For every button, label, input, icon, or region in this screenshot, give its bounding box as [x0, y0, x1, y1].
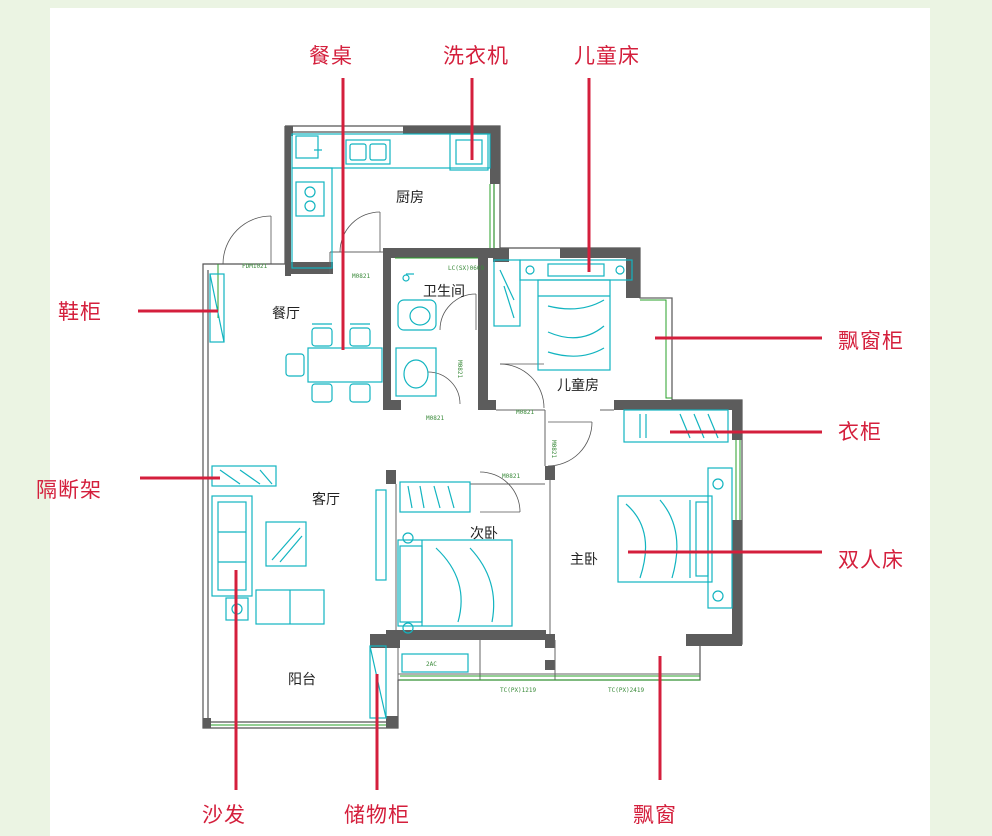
code-second-window: TC(PX)1219: [500, 687, 537, 694]
bathroom-fixtures: [395, 273, 437, 397]
shoe-cabinet-icon: [209, 273, 225, 343]
room-labels: 厨房 卫生间 餐厅 儿童房 客厅 次卧 主卧 阳台: [272, 190, 599, 688]
code-master-window: TC(PX)2419: [608, 687, 645, 694]
room-label-second-bedroom: 次卧: [470, 526, 498, 542]
door-swings: [222, 211, 593, 513]
second-wardrobe-icon: [399, 481, 471, 513]
callout-dining-table: 餐桌: [309, 44, 353, 68]
kitchen-side-counter: [291, 167, 333, 269]
basin-icon: [395, 347, 437, 397]
kitchen-fixtures: [291, 133, 491, 269]
toilet-icon: [397, 299, 437, 331]
room-label-bathroom: 卫生间: [423, 284, 465, 300]
callout-bay-window-cabinet: 飘窗柜: [838, 329, 904, 353]
callout-child-bed: 儿童床: [574, 44, 640, 68]
leader-lines: [138, 78, 822, 790]
code-bath-window: LC(SX)0609: [448, 265, 485, 272]
child-wardrobe-icon: [493, 259, 521, 327]
ac-unit-icon: [401, 653, 469, 673]
partition-shelf-icon: [211, 465, 277, 487]
callout-wardrobe: 衣柜: [838, 420, 882, 444]
kitchen-sink-icon: [345, 139, 391, 165]
living-furniture: [209, 273, 469, 719]
windows: [211, 184, 741, 726]
second-bed-icon: [397, 539, 513, 627]
code-dining-door: M0821: [352, 273, 370, 280]
code-ac-unit: 2AC: [426, 661, 437, 668]
room-label-kitchen: 厨房: [396, 190, 424, 206]
callout-sofa: 沙发: [202, 803, 246, 827]
master-room-furniture: [617, 409, 733, 609]
callout-storage-cabinet: 储物柜: [344, 803, 410, 827]
interior-lines: [329, 251, 700, 680]
room-label-child-room: 儿童房: [557, 377, 599, 394]
code-second-door: M0821: [502, 473, 520, 480]
callout-shoe-cabinet: 鞋柜: [58, 300, 102, 324]
child-room-furniture: [493, 259, 633, 371]
code-corridor-door: M0821: [516, 409, 534, 416]
callout-double-bed: 双人床: [838, 548, 904, 572]
callout-washer: 洗衣机: [443, 44, 509, 68]
room-label-dining: 餐厅: [272, 306, 300, 322]
code-entry-door: FDM1021: [242, 263, 268, 270]
wardrobe-icon: [623, 409, 729, 443]
sofa-icon: [211, 495, 253, 597]
washer-icon: [449, 133, 489, 171]
coffee-table-icon: [265, 521, 307, 567]
wall-blocks: [203, 126, 742, 728]
room-label-living: 客厅: [312, 491, 340, 508]
room-label-master-bedroom: 主卧: [570, 552, 598, 568]
callout-partition-shelf: 隔断架: [36, 478, 102, 502]
code-labels: FDM1021 M0821 LC(SX)0609 M0821 M0821 M08…: [242, 263, 645, 694]
room-label-balcony: 阳台: [288, 672, 316, 688]
second-bedroom-furniture: [375, 481, 513, 634]
code-master-door: M0821: [550, 440, 557, 458]
double-bed-icon: [617, 495, 713, 583]
code-bath-door: M0821: [456, 360, 463, 378]
dining-table-icon: [307, 347, 383, 383]
callout-bay-window: 飘窗: [633, 803, 677, 827]
kitchen-counter: [291, 133, 491, 169]
dining-set: [285, 323, 383, 403]
stove-icon: [295, 181, 325, 217]
code-bath-door-2: M0821: [426, 415, 444, 422]
